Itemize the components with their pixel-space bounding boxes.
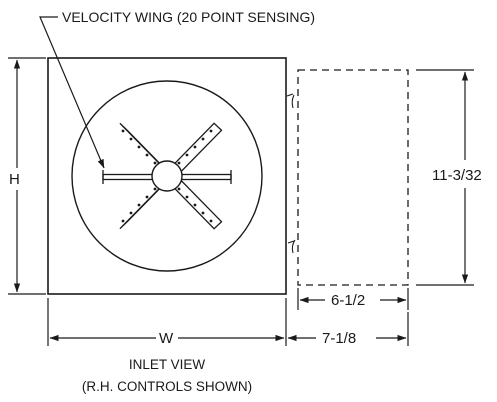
controls-height-dimension [416, 69, 474, 286]
width-dimension [47, 298, 287, 346]
width-label: W [159, 330, 174, 347]
height-label: H [9, 171, 20, 188]
controls-depth-label: 6-1/2 [331, 292, 365, 309]
enclosure-attachment-marks [286, 93, 296, 254]
height-dimension [8, 57, 46, 295]
caption-line-2: (R.H. CONTROLS SHOWN) [82, 379, 252, 394]
controls-height-label: 11-3/32 [432, 167, 482, 184]
overall-depth-dimension [287, 312, 409, 346]
unit-casing [47, 57, 287, 295]
inlet-opening [71, 80, 263, 272]
controls-depth-dimension [297, 288, 409, 310]
velocity-wing-leader [39, 16, 105, 169]
center-hub [151, 160, 183, 192]
caption-line-1: INLET VIEW [129, 357, 206, 372]
controls-enclosure [297, 69, 409, 286]
velocity-wing-callout: VELOCITY WING (20 POINT SENSING) [62, 9, 315, 25]
overall-depth-label: 7-1/8 [322, 330, 356, 347]
velocity-sensing-wing [102, 122, 232, 230]
